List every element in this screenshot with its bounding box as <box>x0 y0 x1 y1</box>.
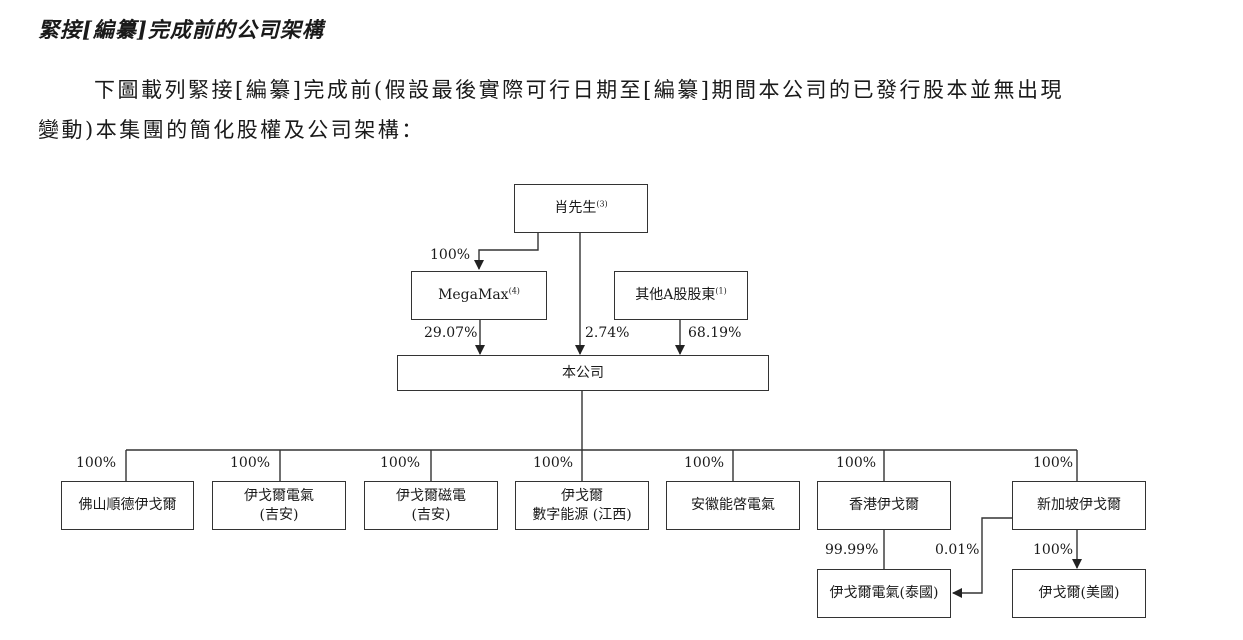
thailand-name: 伊戈爾電氣(泰國) <box>829 585 939 601</box>
top-holder-name: 肖先生 <box>554 200 597 216</box>
node-subsidiary-6: 香港伊戈爾 <box>817 481 951 530</box>
arrow-sg-to-thailand <box>952 517 1012 598</box>
pct-subsidiary-2: 100% <box>230 455 271 471</box>
pct-hk-to-thailand: 99.99% <box>825 542 879 558</box>
node-subsidiary-1: 佛山順德伊戈爾 <box>61 481 194 530</box>
pct-subsidiary-5: 100% <box>684 455 725 471</box>
top-holder-note: (3) <box>596 199 608 209</box>
subsidiary-5-line1: 安徽能啓電氣 <box>691 497 775 513</box>
pct-subsidiary-7: 100% <box>1033 455 1074 471</box>
subsidiary-3-line2: (吉安) <box>411 506 451 523</box>
node-subsidiary-2: 伊戈爾電氣 (吉安) <box>212 481 346 530</box>
company-name: 本公司 <box>562 364 604 381</box>
pct-sg-to-thailand: 0.01% <box>935 542 980 558</box>
subsidiary-2-line1: 伊戈爾電氣 <box>244 487 314 504</box>
other-holders-note: (1) <box>715 286 727 296</box>
arrow-xiao-to-megamax <box>474 233 539 270</box>
subsidiary-7-line1: 新加坡伊戈爾 <box>1037 497 1121 513</box>
megamax-note: (4) <box>508 286 520 296</box>
other-holders-name: 其他A股股東 <box>635 287 716 303</box>
node-subsidiary-7: 新加坡伊戈爾 <box>1012 481 1146 530</box>
node-thailand: 伊戈爾電氣(泰國) <box>817 569 951 618</box>
subsidiary-1-line1: 佛山順德伊戈爾 <box>78 497 177 513</box>
usa-name: 伊戈爾(美國) <box>1038 585 1120 601</box>
node-other-holders: 其他A股股東(1) <box>614 271 748 320</box>
pct-sg-to-usa: 100% <box>1033 542 1074 558</box>
pct-subsidiary-1: 100% <box>76 455 117 471</box>
pct-xiao-to-megamax: 100% <box>430 247 471 263</box>
node-subsidiary-5: 安徽能啓電氣 <box>666 481 800 530</box>
node-subsidiary-4: 伊戈爾 數字能源 (江西) <box>515 481 649 530</box>
pct-subsidiary-3: 100% <box>380 455 421 471</box>
node-usa: 伊戈爾(美國) <box>1012 569 1146 618</box>
subsidiary-6-line1: 香港伊戈爾 <box>849 497 919 513</box>
subsidiary-3-line1: 伊戈爾磁電 <box>396 487 466 504</box>
paragraph-line-2: 變動)本集團的簡化股權及公司架構： <box>38 118 425 142</box>
pct-subsidiary-4: 100% <box>533 455 574 471</box>
node-company: 本公司 <box>397 355 769 391</box>
pct-megamax-to-company: 29.07% <box>424 325 478 341</box>
subsidiary-2-line2: (吉安) <box>259 506 299 523</box>
subsidiary-4-line2: 數字能源 (江西) <box>532 506 632 523</box>
pct-xiao-to-company: 2.74% <box>585 325 630 341</box>
paragraph-line-1: 下圖載列緊接[編纂]完成前(假設最後實際可行日期至[編纂]期間本公司的已發行股本… <box>94 78 1064 102</box>
subsidiary-4-line1: 伊戈爾 <box>561 487 603 504</box>
section-heading: 緊接[編纂]完成前的公司架構 <box>38 17 324 42</box>
intro-paragraph: 下圖載列緊接[編纂]完成前(假設最後實際可行日期至[編纂]期間本公司的已發行股本… <box>38 70 1213 150</box>
node-megamax: MegaMax(4) <box>411 271 547 320</box>
pct-subsidiary-6: 100% <box>836 455 877 471</box>
pct-others-to-company: 68.19% <box>688 325 742 341</box>
megamax-name: MegaMax <box>438 287 509 303</box>
node-top-holder: 肖先生(3) <box>514 184 648 233</box>
node-subsidiary-3: 伊戈爾磁電 (吉安) <box>364 481 498 530</box>
